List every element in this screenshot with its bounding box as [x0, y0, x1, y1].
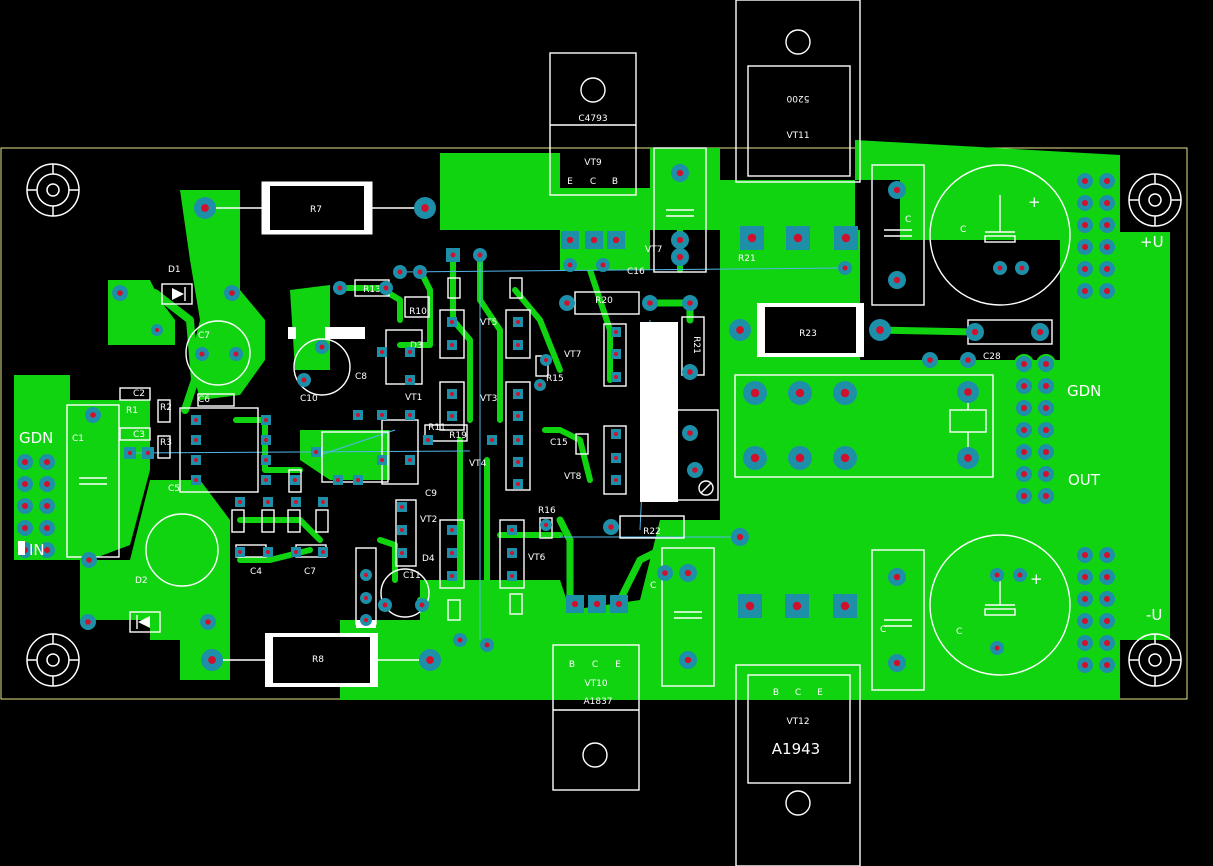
svg-text:C28: C28 [983, 352, 1001, 362]
svg-text:VT8: VT8 [564, 472, 582, 482]
svg-text:VT3: VT3 [480, 394, 497, 404]
transistor-vt11: 5200 VT11 [735, 0, 861, 183]
svg-text:C8: C8 [355, 372, 367, 382]
r7-label: R7 [310, 205, 322, 215]
svg-text:+: + [1030, 570, 1043, 588]
gdn-out-label: GDN [1067, 382, 1101, 400]
svg-text:C: C [592, 660, 598, 670]
svg-text:R21: R21 [738, 254, 756, 264]
svg-text:C10: C10 [300, 394, 318, 404]
svg-text:B: B [773, 688, 779, 698]
vt11-ref: VT11 [786, 131, 809, 141]
mounting-hole-bottom-right [1128, 633, 1182, 687]
svg-text:R1: R1 [126, 406, 138, 416]
svg-text:E: E [615, 660, 621, 670]
svg-text:C16: C16 [627, 267, 645, 277]
resistor-r23: R23 [757, 303, 864, 357]
svg-text:C: C [880, 625, 886, 635]
svg-text:C2: C2 [133, 389, 145, 399]
svg-text:R2: R2 [160, 403, 172, 413]
out-label: OUT [1068, 471, 1101, 489]
r22-label: R22 [643, 527, 661, 537]
svg-text:R10: R10 [409, 307, 427, 317]
r8-label: R8 [312, 655, 324, 665]
svg-text:C11: C11 [403, 571, 421, 581]
vt9-ref: VT9 [584, 158, 602, 168]
vt9-code: C4793 [578, 114, 607, 124]
svg-text:R11: R11 [428, 423, 446, 433]
plus-u-label: +U [1140, 233, 1164, 251]
svg-text:R3: R3 [160, 438, 172, 448]
svg-text:R16: R16 [538, 506, 556, 516]
svg-text:VT7: VT7 [564, 350, 581, 360]
vt11-code: 5200 [786, 93, 809, 103]
gdn-in-label: GDN [19, 429, 53, 447]
c1-label: C1 [72, 434, 84, 444]
r23-label: R23 [799, 329, 817, 339]
header-out[interactable] [1014, 354, 1056, 506]
svg-text:C7: C7 [304, 567, 316, 577]
pads [80, 164, 1049, 672]
r20-label: R20 [595, 296, 613, 306]
svg-text:C: C [795, 688, 801, 698]
svg-text:C9: C9 [425, 489, 437, 499]
svg-text:R15: R15 [546, 374, 564, 384]
svg-text:C: C [650, 581, 656, 591]
svg-text:VT1: VT1 [405, 393, 422, 403]
svg-text:C: C [590, 177, 596, 187]
vt12-code: A1943 [772, 740, 820, 758]
svg-text:VT6: VT6 [528, 553, 546, 563]
vt12-ref: VT12 [786, 717, 809, 727]
resistor-r8: R8 [212, 633, 430, 687]
svg-text:D1: D1 [168, 265, 181, 275]
small-components: R20 R21 R21 R22 R13 R10 R11 R19 R15 R16 … [119, 245, 1053, 633]
header-minus-u[interactable] [1075, 545, 1117, 675]
svg-text:B: B [569, 660, 575, 670]
svg-text:VT2: VT2 [420, 515, 437, 525]
transistor-vt10: B C E VT10 A1837 [552, 644, 640, 791]
electrolytic-cap-top: C + [929, 164, 1071, 306]
heatsink-block [640, 322, 719, 502]
svg-text:+: + [1028, 193, 1041, 211]
r21-label: R21 [691, 336, 701, 354]
svg-text:C15: C15 [550, 438, 568, 448]
mounting-hole-top-right [1128, 173, 1182, 227]
svg-text:C3: C3 [133, 430, 145, 440]
svg-text:R19: R19 [449, 431, 467, 441]
pin-headers [15, 171, 1117, 675]
mounting-holes [26, 163, 1182, 687]
transistor-vt12: B C E VT12 A1943 [735, 664, 861, 866]
svg-text:E: E [817, 688, 823, 698]
svg-text:D4: D4 [422, 554, 435, 564]
svg-text:E: E [567, 177, 573, 187]
svg-text:D2: D2 [135, 576, 148, 586]
svg-text:C6: C6 [198, 395, 210, 405]
svg-text:D3: D3 [410, 341, 423, 351]
minus-u-label: -U [1146, 606, 1162, 624]
svg-text:C4: C4 [250, 567, 262, 577]
in-label: IN [29, 541, 45, 559]
svg-text:C: C [956, 627, 962, 637]
svg-text:C: C [905, 215, 911, 225]
svg-text:C7: C7 [198, 331, 210, 341]
mounting-hole-top-left [26, 163, 80, 217]
svg-text:VT4: VT4 [469, 459, 487, 469]
svg-text:R13: R13 [363, 285, 381, 295]
electrolytic-cap-bottom: C + [929, 534, 1071, 676]
svg-text:VT7: VT7 [645, 245, 662, 255]
header-plus-u[interactable] [1075, 171, 1117, 301]
vt10-ref: VT10 [584, 679, 607, 689]
svg-text:VT5: VT5 [480, 318, 497, 328]
ratsnest [129, 255, 846, 640]
transistor-vt9: C4793 VT9 E C B [549, 52, 637, 196]
mounting-hole-bottom-left [26, 633, 80, 687]
resistor-r7: R7 [206, 181, 425, 235]
svg-text:C: C [960, 225, 966, 235]
svg-text:B: B [612, 177, 618, 187]
vt10-code: A1837 [583, 697, 612, 707]
svg-text:C5: C5 [168, 484, 180, 494]
